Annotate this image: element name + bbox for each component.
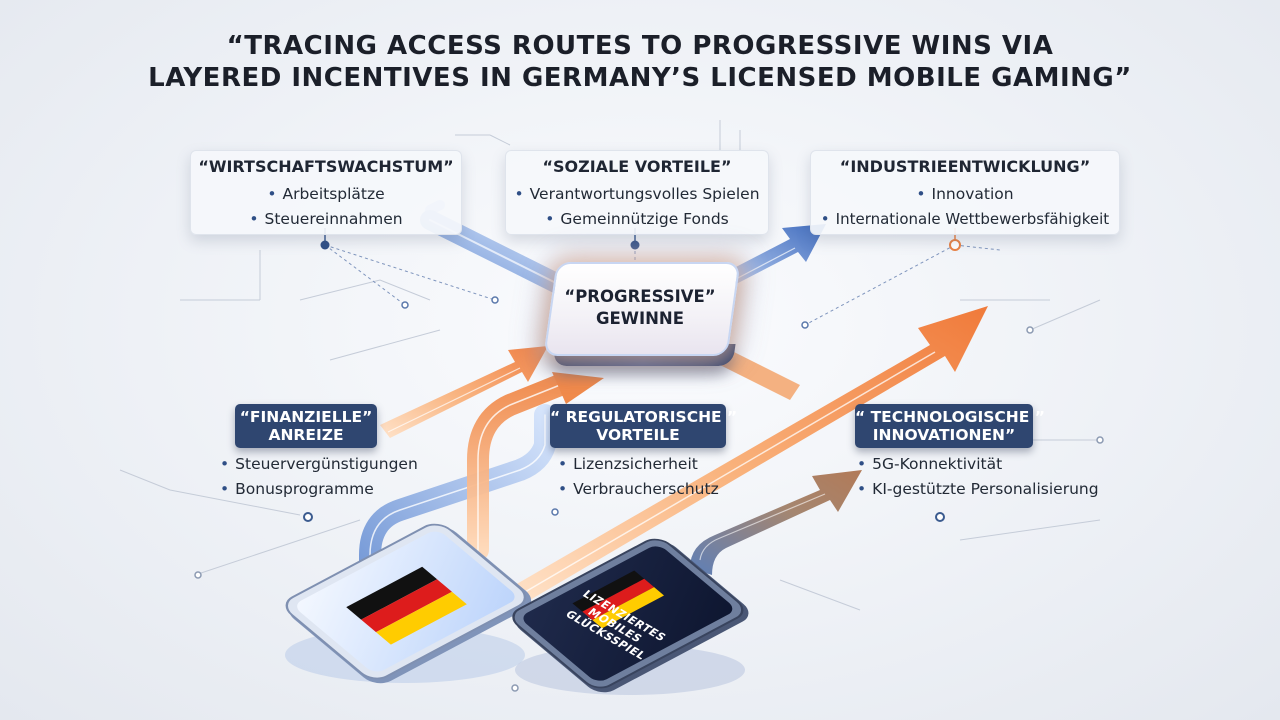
- bullet-icon: •: [857, 480, 867, 498]
- pill-line-1: “ TECHNOLOGISCHE ”: [855, 408, 1045, 426]
- hub-label-line-1: “PROGRESSIVE”: [564, 287, 716, 306]
- list-item: • Lizenzsicherheit: [558, 452, 719, 477]
- list-item-label: Innovation: [931, 185, 1014, 203]
- card-heading: “INDUSTRIEENTWICKLUNG”: [839, 157, 1091, 176]
- orange-curved-stream: [467, 372, 604, 561]
- card-soziale-vorteile: “SOZIALE VORTEILE” • Verantwortungsvolles…: [505, 150, 769, 235]
- flag-stripe-black: [346, 566, 438, 620]
- big-orange-arrow: [515, 306, 988, 600]
- pill-regulatorische-vorteile: “ REGULATORISCHE ” VORTEILE: [550, 404, 738, 448]
- list-item: • Arbeitsplätze: [191, 182, 461, 207]
- list-item-label: Gemeinnützige Fonds: [560, 210, 729, 228]
- list-item-label: Lizenzsicherheit: [573, 455, 698, 473]
- list-item: • Bonusprogramme: [220, 477, 418, 502]
- title-line-1: “TRACING ACCESS ROUTES TO PROGRESSIVE WI…: [226, 31, 1054, 61]
- bullet-icon: •: [545, 210, 555, 228]
- connector-lines-dashed: [324, 244, 1001, 326]
- pill-line-2: VORTEILE: [596, 426, 680, 444]
- phone-light: [285, 523, 532, 684]
- list-item: • Innovation: [811, 182, 1119, 207]
- bullet-icon: •: [249, 210, 259, 228]
- list-item: • Internationale Wettbewerbsfähigkeit: [811, 207, 1119, 232]
- pill-line-1: “FINANZIELLE”: [239, 408, 373, 426]
- pill-technologische-innovationen: “ TECHNOLOGISCHE ” INNOVATIONEN”: [855, 404, 1045, 448]
- bullet-icon: •: [514, 185, 524, 203]
- list-item: • Verantwortungsvolles Spielen: [506, 182, 768, 207]
- bullet-icon: •: [220, 455, 230, 473]
- bullet-icon: •: [220, 480, 230, 498]
- bullet-icon: •: [916, 185, 926, 203]
- blue-stream-phone: [359, 404, 556, 611]
- hub-label-line-2: GEWINNE: [595, 309, 685, 328]
- list-item: • KI-gestützte Personalisierung: [857, 477, 1099, 502]
- bullet-icon: •: [820, 210, 830, 228]
- list-finanzielle: • Steuervergünstigungen • Bonusprogramme: [220, 452, 418, 502]
- bullet-icon: •: [558, 480, 568, 498]
- list-item: • 5G-Konnektivität: [857, 452, 1099, 477]
- list-item-label: Verantwortungsvolles Spielen: [529, 185, 760, 203]
- list-item: • Gemeinnützige Fonds: [506, 207, 768, 232]
- list-item-label: Steuervergünstigungen: [235, 455, 418, 473]
- pill-line-2: INNOVATIONEN”: [872, 426, 1016, 444]
- flag-stripe-red: [361, 579, 452, 633]
- card-industrieentwicklung: “INDUSTRIEENTWICKLUNG” • Innovation • Inte…: [810, 150, 1120, 235]
- list-item-label: Bonusprogramme: [235, 480, 374, 498]
- bullet-icon: •: [267, 185, 277, 203]
- list-regulatorische: • Lizenzsicherheit • Verbraucherschutz: [558, 452, 719, 502]
- list-item: • Steuervergünstigungen: [220, 452, 418, 477]
- bullet-icon: •: [857, 455, 867, 473]
- list-item-label: Verbraucherschutz: [573, 480, 719, 498]
- pill-line-2: ANREIZE: [268, 426, 344, 444]
- title-line-2: LAYERED INCENTIVES IN GERMANY’S LICENSED…: [148, 63, 1132, 93]
- hub-label: “PROGRESSIVE” GEWINNE: [550, 286, 730, 330]
- connector-dots: [194, 228, 1104, 692]
- pill-finanzielle-anreize: “FINANZIELLE” ANREIZE: [235, 404, 377, 448]
- orange-arrow-finanzielle: [380, 346, 548, 438]
- brown-arrow-tech: [690, 470, 862, 575]
- card-heading: “SOZIALE VORTEILE”: [542, 157, 732, 176]
- list-item-label: Internationale Wettbewerbsfähigkeit: [835, 210, 1110, 228]
- list-item-label: Steuereinnahmen: [264, 210, 403, 228]
- flag-stripe-gold: [375, 591, 467, 645]
- card-heading: “WIRTSCHAFTSWACHSTUM”: [198, 157, 454, 176]
- list-item: • Steuereinnahmen: [191, 207, 461, 232]
- progressive-gewinne-hub: “PROGRESSIVE” GEWINNE: [520, 262, 760, 380]
- list-item-label: KI-gestützte Personalisierung: [872, 480, 1099, 498]
- list-technologische: • 5G-Konnektivität • KI-gestützte Personal…: [857, 452, 1099, 502]
- list-item-label: 5G-Konnektivität: [872, 455, 1003, 473]
- pill-line-1: “ REGULATORISCHE ”: [550, 408, 738, 426]
- orange-stream-right: [720, 350, 800, 400]
- list-item-label: Arbeitsplätze: [282, 185, 385, 203]
- page-title: “TRACING ACCESS ROUTES TO PROGRESSIVE WI…: [140, 30, 1140, 94]
- list-item: • Verbraucherschutz: [558, 477, 719, 502]
- bullet-icon: •: [558, 455, 568, 473]
- phone-dark: [512, 538, 749, 695]
- card-wirtschaftswachstum: “WIRTSCHAFTSWACHSTUM” • Arbeitsplätze • St…: [190, 150, 462, 235]
